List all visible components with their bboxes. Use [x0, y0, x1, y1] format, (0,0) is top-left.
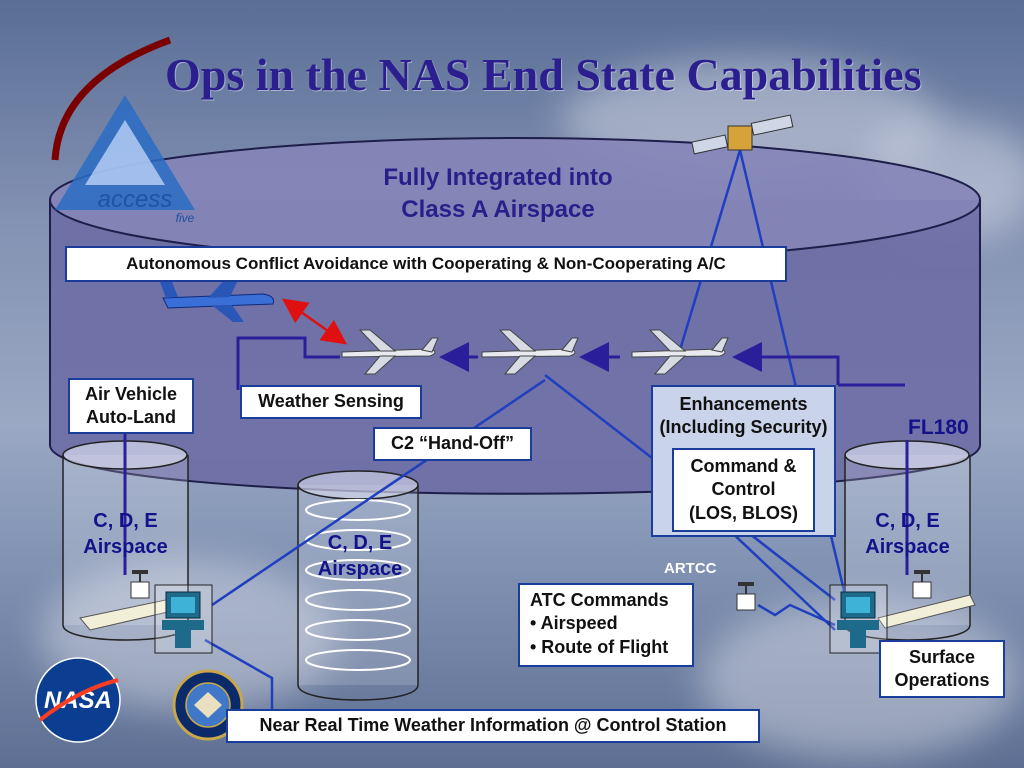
svg-text:five: five	[176, 211, 195, 225]
right-airspace-label: C, D, E Airspace	[850, 508, 965, 560]
radar-tower-icon	[130, 570, 150, 599]
weather-info-box: Near Real Time Weather Information @ Con…	[226, 709, 760, 743]
right-runway	[877, 594, 976, 629]
uav-drone-icon	[481, 329, 579, 375]
uav-drone-icon	[631, 329, 729, 375]
atc-item-route: • Route of Flight	[530, 636, 669, 657]
jet-airliner-icon	[160, 276, 274, 322]
class-a-label-line2: Class A Airspace	[401, 196, 595, 224]
right-airspace-line2: Airspace	[865, 536, 950, 558]
air-vehicle-line1: Air Vehicle	[84, 383, 178, 404]
atc-commands-box: ATC Commands • Airspeed • Route of Fligh…	[518, 583, 694, 667]
class-a-label: Fully Integrated into Class A Airspace	[348, 162, 648, 227]
nasa-logo: NASA	[35, 657, 121, 743]
atc-title: ATC Commands	[530, 590, 669, 610]
conflict-avoidance-box: Autonomous Conflict Avoidance with Coope…	[65, 246, 787, 282]
fl180-label: FL180	[908, 416, 969, 439]
artcc-label: ARTCC	[664, 560, 717, 577]
surface-line1: Surface	[908, 646, 976, 667]
air-vehicle-line2: Auto-Land	[86, 407, 176, 427]
enhancements-line2: (Including Security)	[659, 417, 828, 438]
c2-handoff-box: C2 “Hand-Off”	[373, 427, 532, 461]
left-airspace-label: C, D, E Airspace	[68, 508, 183, 560]
middle-airspace-line1: C, D, E	[327, 532, 393, 554]
uav-drone-icon	[341, 329, 439, 375]
radar-tower-icon	[736, 582, 756, 611]
enhancements-line1: Enhancements	[679, 394, 808, 414]
radar-tower-icon	[912, 570, 932, 599]
middle-airspace-label: C, D, E Airspace	[305, 530, 415, 582]
page-title: Ops in the NAS End State Capabilities	[165, 49, 922, 100]
command-control-line2: Control	[711, 479, 776, 500]
dod-seal	[172, 669, 244, 741]
middle-airspace-line2: Airspace	[317, 558, 403, 580]
surface-line2: Operations	[894, 670, 990, 690]
satellite-icon	[691, 114, 794, 155]
air-vehicle-autoland-box: Air Vehicle Auto-Land	[68, 378, 194, 434]
access-five-logo: access five	[51, 36, 195, 225]
class-a-label-line1: Fully Integrated into	[383, 164, 613, 191]
middle-spiral-cylinder	[297, 470, 419, 701]
left-airspace-line1: C, D, E	[93, 510, 158, 532]
control-station-icon	[829, 584, 888, 654]
atc-item-airspeed: • Airspeed	[530, 613, 618, 634]
right-airspace-line1: C, D, E	[875, 510, 940, 532]
svg-text:access: access	[98, 186, 173, 213]
conflict-arrow	[281, 298, 348, 345]
command-control-box: Command & Control (LOS, BLOS)	[672, 448, 815, 532]
command-control-line3: (LOS, BLOS)	[689, 502, 798, 523]
control-station-icon	[154, 584, 213, 654]
weather-sensing-box: Weather Sensing	[240, 385, 422, 419]
surface-operations-box: Surface Operations	[879, 640, 1005, 698]
left-airspace-line2: Airspace	[83, 536, 168, 558]
command-control-line1: Command &	[690, 455, 797, 476]
